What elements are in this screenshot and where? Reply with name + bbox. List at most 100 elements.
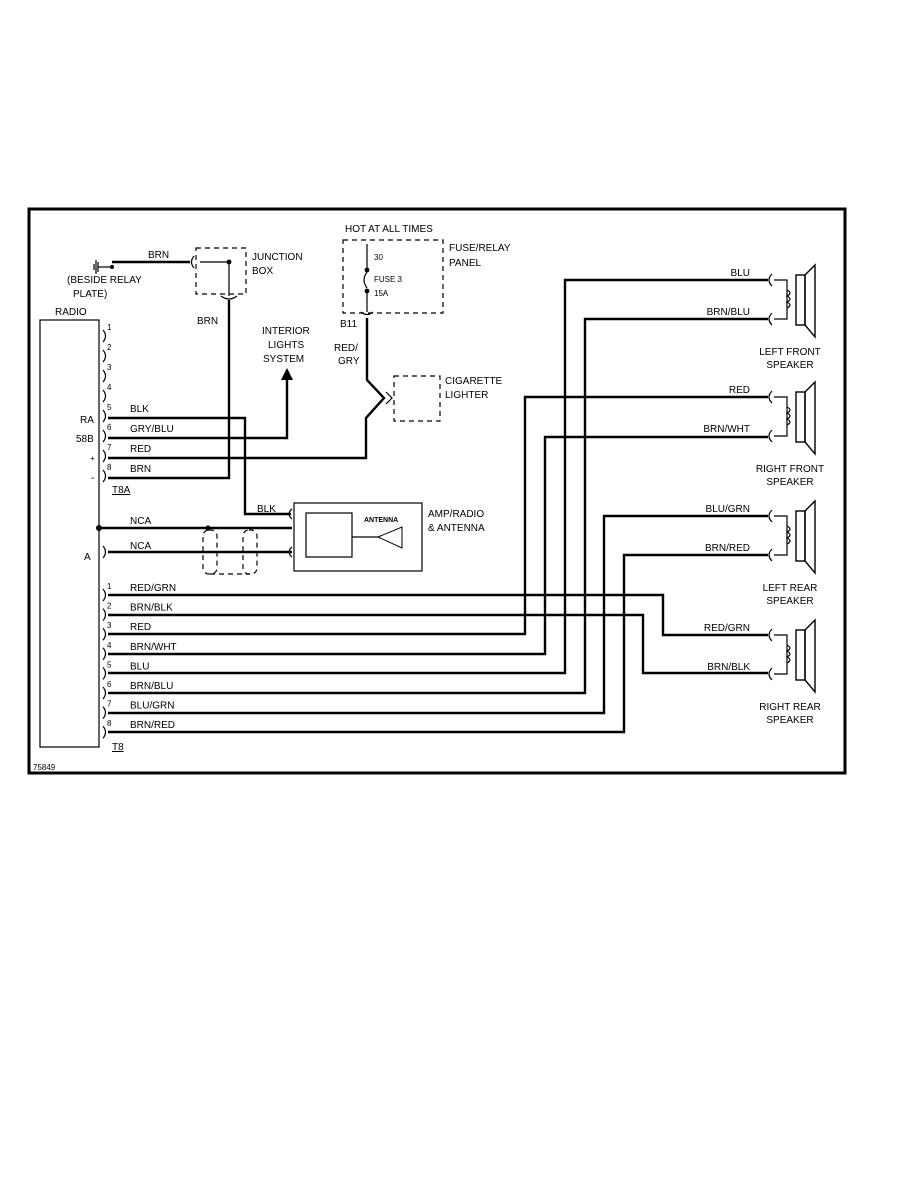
brn-wht-to-right-front-wire [108, 435, 768, 656]
speaker-4-wire-pos-label: RED/GRN [704, 623, 750, 634]
amp-connector-2 [288, 546, 293, 558]
speaker-2-magnet [795, 391, 806, 443]
junction-box-line2: BOX [252, 266, 273, 277]
hot-at-all-times-label: HOT AT ALL TIMES [345, 224, 433, 235]
t8-pin-4-number: 4 [107, 641, 112, 650]
junction-box-connector-bottom [220, 295, 238, 300]
t8a-pin-5-number: 5 [107, 403, 112, 412]
t8-pin-6-connector [102, 686, 107, 700]
junction-box-connector-left [190, 255, 195, 269]
speaker-2-caption-line-2: SPEAKER [766, 477, 813, 488]
t8-pin-1-connector [102, 588, 107, 602]
fuse-rating-label: 15A [374, 289, 389, 298]
t8a-pin-7-wire-label: RED [130, 444, 151, 455]
t8-pin-6-number: 6 [107, 680, 112, 689]
junction-box [195, 247, 247, 295]
diagram-frame [27, 207, 847, 775]
t8a-pin-8-wire-label: BRN [130, 464, 151, 475]
speaker-3-magnet [795, 510, 806, 562]
t8-pin-2-number: 2 [107, 602, 112, 611]
fuse-number-label: FUSE 3 [374, 275, 403, 284]
connector-t8-label: T8 [112, 742, 124, 753]
speaker-4-connector-neg [768, 667, 773, 681]
t8a-pin-1-connector [102, 329, 107, 343]
interior-lights-arrow-icon [281, 368, 293, 380]
speaker-3-connector-pos [768, 509, 773, 523]
b11-connector [360, 311, 374, 316]
speaker-4-coil-icon [785, 644, 791, 664]
fuse-panel-line1: FUSE/RELAY [449, 243, 511, 254]
nca-connector-2 [102, 545, 107, 559]
t8a-pin-8-connector [102, 469, 107, 483]
speaker-3-cone-icon [804, 499, 816, 575]
blu-to-left-front-wire [108, 278, 768, 675]
speaker-2-connector-neg [768, 429, 773, 443]
speaker-3-caption-line-2: SPEAKER [766, 596, 813, 607]
red-to-lighter-wire [108, 318, 386, 460]
t8-pin-8-connector [102, 725, 107, 739]
amp-blk-label: BLK [257, 504, 276, 515]
shield-dash-2 [242, 529, 258, 575]
radio-label: RADIO [55, 307, 87, 318]
t8a-pin-5-wire-label: BLK [130, 404, 149, 415]
t8-pin-3-number: 3 [107, 621, 112, 630]
nca-label-1: NCA [130, 516, 151, 527]
t8-pin-3-connector [102, 627, 107, 641]
amp-line2: & ANTENNA [428, 523, 485, 534]
brn-to-junction-box-wire [108, 300, 231, 480]
t8a-pin-2-number: 2 [107, 343, 112, 352]
speaker-1-caption-line-2: SPEAKER [766, 360, 813, 371]
cigarette-lighter-box [393, 375, 441, 422]
b11-label: B11 [340, 319, 357, 330]
speaker-2-connector-pos [768, 390, 773, 404]
shield-dash-1 [202, 529, 218, 575]
speaker-4-caption-line-2: SPEAKER [766, 715, 813, 726]
speaker-3-caption-line-1: LEFT REAR [763, 583, 818, 594]
interior-lights-line3: SYSTEM [263, 354, 304, 365]
red-gry-label-line1: RED/ [334, 343, 358, 354]
radio-blk-to-amp-wire [108, 416, 291, 516]
t8-pin-8-wire-label: BRN/RED [130, 720, 175, 731]
ground-brn-label: BRN [148, 250, 169, 261]
t8-pin-7-number: 7 [107, 700, 112, 709]
speaker-2-caption-line-1: RIGHT FRONT [756, 464, 824, 475]
speaker-2-wire-neg-label: BRN/WHT [703, 424, 750, 435]
radio-pin-ra: RA [80, 415, 94, 426]
t8a-pin-7-connector [102, 449, 107, 463]
t8a-pin-2-connector [102, 349, 107, 363]
lighter-connector [385, 391, 393, 405]
t8-pin-3-wire-label: RED [130, 622, 151, 633]
ground-note-line2: PLATE) [73, 289, 107, 300]
t8a-pin-3-number: 3 [107, 363, 112, 372]
t8a-pin-6-number: 6 [107, 423, 112, 432]
amp-radio-antenna-box [293, 502, 423, 572]
radio-pin-a: A [84, 552, 91, 563]
speaker-4-connector-pos [768, 628, 773, 642]
radio-unit [39, 319, 100, 748]
connector-t8a-label: T8A [112, 485, 131, 496]
amp-line1: AMP/RADIO [428, 509, 484, 520]
red-gry-label-line2: GRY [338, 356, 360, 367]
antenna-label: ANTENNA [364, 517, 398, 524]
speaker-2-coil-icon [785, 406, 791, 426]
gry-blu-to-interior-lights-wire [108, 380, 289, 440]
ground-symbol [93, 260, 114, 274]
speaker-1-cone-icon [804, 263, 816, 339]
t8a-pin-6-connector [102, 429, 107, 443]
t8-pin-2-wire-label: BRN/BLK [130, 603, 173, 614]
brn-blk-to-right-rear-wire [108, 613, 768, 675]
interior-lights-line2: LIGHTS [268, 340, 304, 351]
t8-pin-4-wire-label: BRN/WHT [130, 642, 177, 653]
speaker-1-coil-icon [785, 289, 791, 309]
t8-pin-5-wire-label: BLU [130, 661, 149, 672]
radio-pin-plus: + [90, 454, 95, 463]
speaker-4-caption-line-1: RIGHT REAR [759, 702, 821, 713]
speaker-3-coil-icon [785, 525, 791, 545]
speaker-3-wire-neg-label: BRN/RED [705, 543, 750, 554]
speaker-4-wire-neg-label: BRN/BLK [707, 662, 750, 673]
blu-grn-to-left-rear-wire [108, 514, 768, 715]
